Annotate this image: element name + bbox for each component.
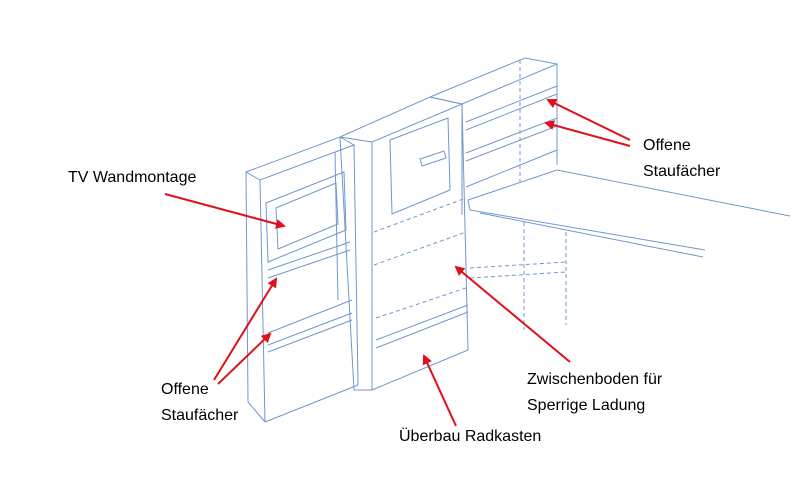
left-unit bbox=[245, 136, 359, 423]
center-unit bbox=[339, 96, 469, 391]
arrow-intermediate-floor bbox=[454, 265, 571, 363]
arrow-left-shelf-upper bbox=[213, 277, 278, 381]
arrow-right-shelf-upper bbox=[546, 99, 631, 141]
arrow-tv-mount bbox=[164, 193, 286, 229]
arrow-right-shelf-lower bbox=[544, 120, 631, 147]
label-intermediate-floor-line2: Sperrige Ladung bbox=[527, 397, 646, 414]
label-open-storage-right-line1: Offene bbox=[643, 137, 691, 154]
intermediate-floor bbox=[467, 169, 791, 330]
label-open-storage-left-line2: Staufächer bbox=[161, 407, 239, 424]
label-intermediate-floor-line1: Zwischenboden für bbox=[527, 371, 663, 388]
arrow-wheel-housing bbox=[422, 354, 457, 427]
arrow-left-shelf-lower bbox=[217, 332, 272, 385]
handle-block bbox=[419, 150, 447, 167]
annotation-arrows bbox=[164, 99, 631, 427]
label-tv-mount: TV Wandmontage bbox=[68, 169, 197, 186]
label-wheel-housing: Überbau Radkasten bbox=[399, 428, 542, 445]
label-open-storage-right-line2: Staufächer bbox=[643, 163, 721, 180]
label-open-storage-left-line1: Offene bbox=[161, 381, 209, 398]
